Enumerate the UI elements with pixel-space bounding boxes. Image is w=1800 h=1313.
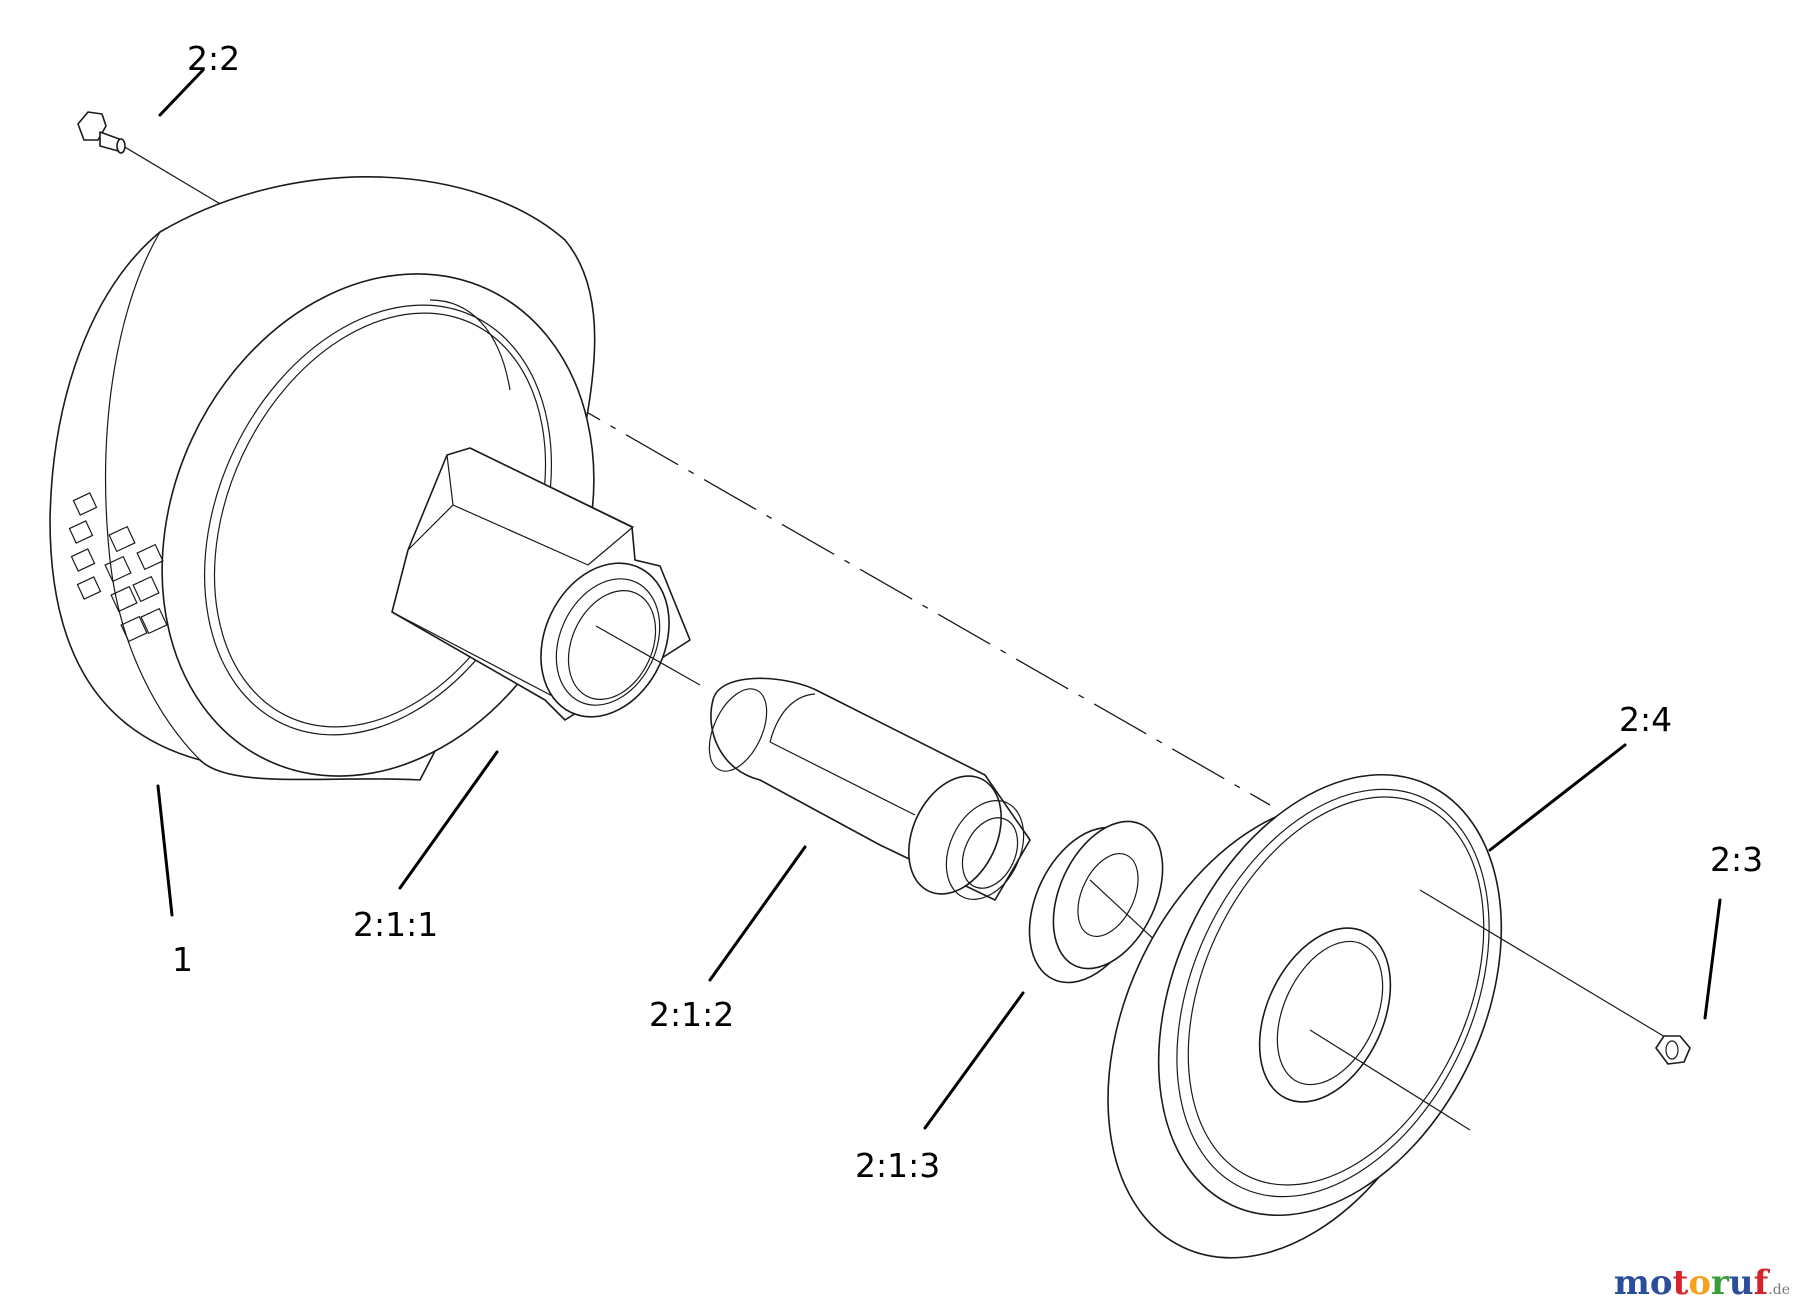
leader-line-2-4 [1488, 743, 1627, 852]
tire-tread [68, 492, 168, 643]
leader-line-2-1-3 [923, 991, 1025, 1130]
bolt-part [77, 111, 126, 154]
watermark-suffix: .de [1768, 1282, 1790, 1298]
leader-line-1 [156, 784, 174, 917]
leader-line-2-3 [1703, 898, 1722, 1020]
nut-axis-line [1419, 889, 1671, 1041]
hex-hub-part [391, 447, 701, 721]
bolt-axis-line [117, 142, 223, 206]
wheel-rim-part [1107, 773, 1503, 1259]
watermark-brand-text: motoruf [1613, 1263, 1769, 1303]
callout-label-2-1-2: 2:1:2 [649, 995, 735, 1034]
motoruf-watermark-logo: motoruf.de [1614, 1263, 1790, 1303]
washer-part [1028, 820, 1164, 984]
callout-label-2-1-1: 2:1:1 [353, 905, 439, 944]
callout-label-2-1-3: 2:1:3 [855, 1146, 941, 1185]
callout-label-2-2: 2:2 [187, 39, 241, 78]
callout-label-1: 1 [172, 940, 193, 979]
axle-sleeve-part [708, 677, 1031, 901]
leader-line-2-1-1 [398, 750, 499, 890]
callout-label-2-3: 2:3 [1710, 840, 1764, 879]
leader-line-2-2 [158, 68, 205, 117]
leader-line-2-1-2 [708, 845, 807, 982]
callout-label-2-4: 2:4 [1619, 700, 1673, 739]
nut-part [1655, 1035, 1691, 1065]
assembly-axis-line [469, 344, 1271, 806]
